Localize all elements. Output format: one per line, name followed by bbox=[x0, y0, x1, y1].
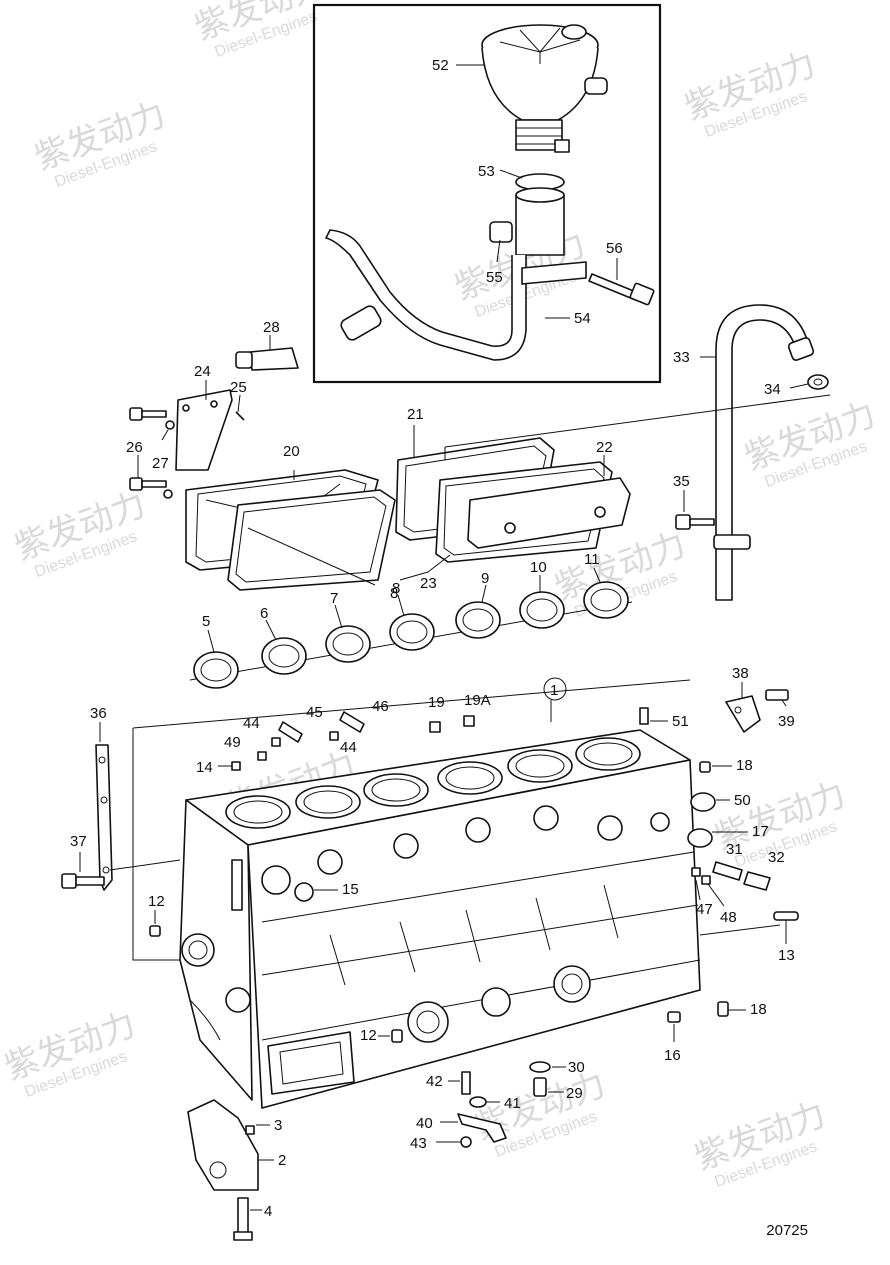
callout-25: 25 bbox=[230, 379, 247, 396]
callout-13: 13 bbox=[778, 947, 795, 964]
callout-20: 20 bbox=[283, 443, 300, 460]
callout-10: 10 bbox=[530, 559, 547, 576]
filler-pipe bbox=[325, 187, 587, 361]
bushing bbox=[325, 625, 371, 663]
callout-52: 52 bbox=[432, 57, 449, 74]
callout-8: 8 bbox=[390, 585, 398, 602]
cylinder-bore bbox=[437, 761, 503, 795]
callout-47: 47 bbox=[696, 901, 713, 918]
bushing bbox=[455, 601, 501, 639]
callout-51: 51 bbox=[672, 713, 689, 730]
callout-18: 18 bbox=[750, 1001, 767, 1018]
callout-44: 44 bbox=[340, 739, 357, 756]
cover-plates-and-gaskets: 28 25 24 26 27 20 21 22 23 8 bbox=[126, 319, 831, 602]
block-callouts: 1 19 19A 51 44 45 46 44 49 14 18 50 17 3… bbox=[148, 677, 795, 1064]
callout-31: 31 bbox=[726, 841, 743, 858]
callout-24: 24 bbox=[194, 363, 211, 380]
bolt bbox=[675, 514, 715, 530]
callout-56: 56 bbox=[606, 240, 623, 257]
bushing bbox=[193, 651, 239, 689]
callout-39: 39 bbox=[778, 713, 795, 730]
callout-22: 22 bbox=[596, 439, 613, 456]
callout-7: 7 bbox=[330, 590, 338, 607]
callout-17: 17 bbox=[752, 823, 769, 840]
callout-35: 35 bbox=[673, 473, 690, 490]
bushing bbox=[389, 613, 435, 651]
bushing bbox=[261, 637, 307, 675]
callout-1: 1 bbox=[550, 682, 558, 699]
callout-45: 45 bbox=[306, 704, 323, 721]
callout-36: 36 bbox=[90, 705, 107, 722]
callout-28: 28 bbox=[263, 319, 280, 336]
callout-29: 29 bbox=[566, 1085, 583, 1102]
dipstick-tube: 33 34 35 bbox=[673, 304, 829, 601]
callout-37: 37 bbox=[70, 833, 87, 850]
callout-40: 40 bbox=[416, 1115, 433, 1132]
callout-2: 2 bbox=[278, 1152, 286, 1169]
callout-54: 54 bbox=[574, 310, 591, 327]
callout-43: 43 bbox=[410, 1135, 427, 1152]
callout-16: 16 bbox=[664, 1047, 681, 1064]
callout-9: 9 bbox=[481, 570, 489, 587]
callout-15: 15 bbox=[342, 881, 359, 898]
cylinder-bore bbox=[507, 749, 573, 783]
callout-49: 49 bbox=[224, 734, 241, 751]
drawing-number: 20725 bbox=[766, 1222, 808, 1239]
callout-33: 33 bbox=[673, 349, 690, 366]
callout-30: 30 bbox=[568, 1059, 585, 1076]
callout-5: 5 bbox=[202, 613, 210, 630]
callout-50: 50 bbox=[734, 792, 751, 809]
inset-oil-filler: 52 53 55 54 56 bbox=[312, 3, 662, 384]
callout-27: 27 bbox=[152, 455, 169, 472]
callout-41: 41 bbox=[504, 1095, 521, 1112]
callout-34: 34 bbox=[764, 381, 781, 398]
callout-18: 18 bbox=[736, 757, 753, 774]
callout-32: 32 bbox=[768, 849, 785, 866]
callout-8: 8 bbox=[392, 580, 400, 597]
callout-48: 48 bbox=[720, 909, 737, 926]
block-fittings bbox=[149, 707, 799, 1043]
callout-55: 55 bbox=[486, 269, 503, 286]
bolt bbox=[588, 273, 655, 306]
callout-6: 6 bbox=[260, 605, 268, 622]
callout-14: 14 bbox=[196, 759, 213, 776]
callout-53: 53 bbox=[478, 163, 495, 180]
callout-26: 26 bbox=[126, 439, 143, 456]
callout-42: 42 bbox=[426, 1073, 443, 1090]
callout-12: 12 bbox=[360, 1027, 377, 1044]
callout-21: 21 bbox=[407, 406, 424, 423]
callout-38: 38 bbox=[732, 665, 749, 682]
bushing bbox=[519, 591, 565, 629]
callout-23: 23 bbox=[420, 575, 437, 592]
callout-12: 12 bbox=[148, 893, 165, 910]
callout-46: 46 bbox=[372, 698, 389, 715]
cylinder-bore bbox=[575, 737, 641, 771]
callout-4: 4 bbox=[264, 1203, 272, 1220]
callout-19: 19 bbox=[428, 694, 445, 711]
cylinder-block bbox=[132, 679, 781, 1109]
callout-19A: 19A bbox=[464, 692, 491, 709]
oil-filler-cap bbox=[481, 24, 608, 153]
cylinder-bore bbox=[225, 795, 291, 829]
bearing-cap-and-drain-parts: 3 2 4 30 29 42 41 40 43 bbox=[187, 1059, 585, 1241]
brackets: 36 37 38 39 bbox=[61, 665, 795, 891]
callout-11: 11 bbox=[584, 551, 600, 568]
sealant-tube bbox=[235, 347, 299, 371]
cylinder-bore bbox=[363, 773, 429, 807]
bushing bbox=[583, 581, 629, 619]
callout-3: 3 bbox=[274, 1117, 282, 1134]
cylinder-bore bbox=[295, 785, 361, 819]
callout-44: 44 bbox=[243, 715, 260, 732]
camshaft-bushings: 5 6 7 8 9 10 11 bbox=[189, 551, 633, 689]
